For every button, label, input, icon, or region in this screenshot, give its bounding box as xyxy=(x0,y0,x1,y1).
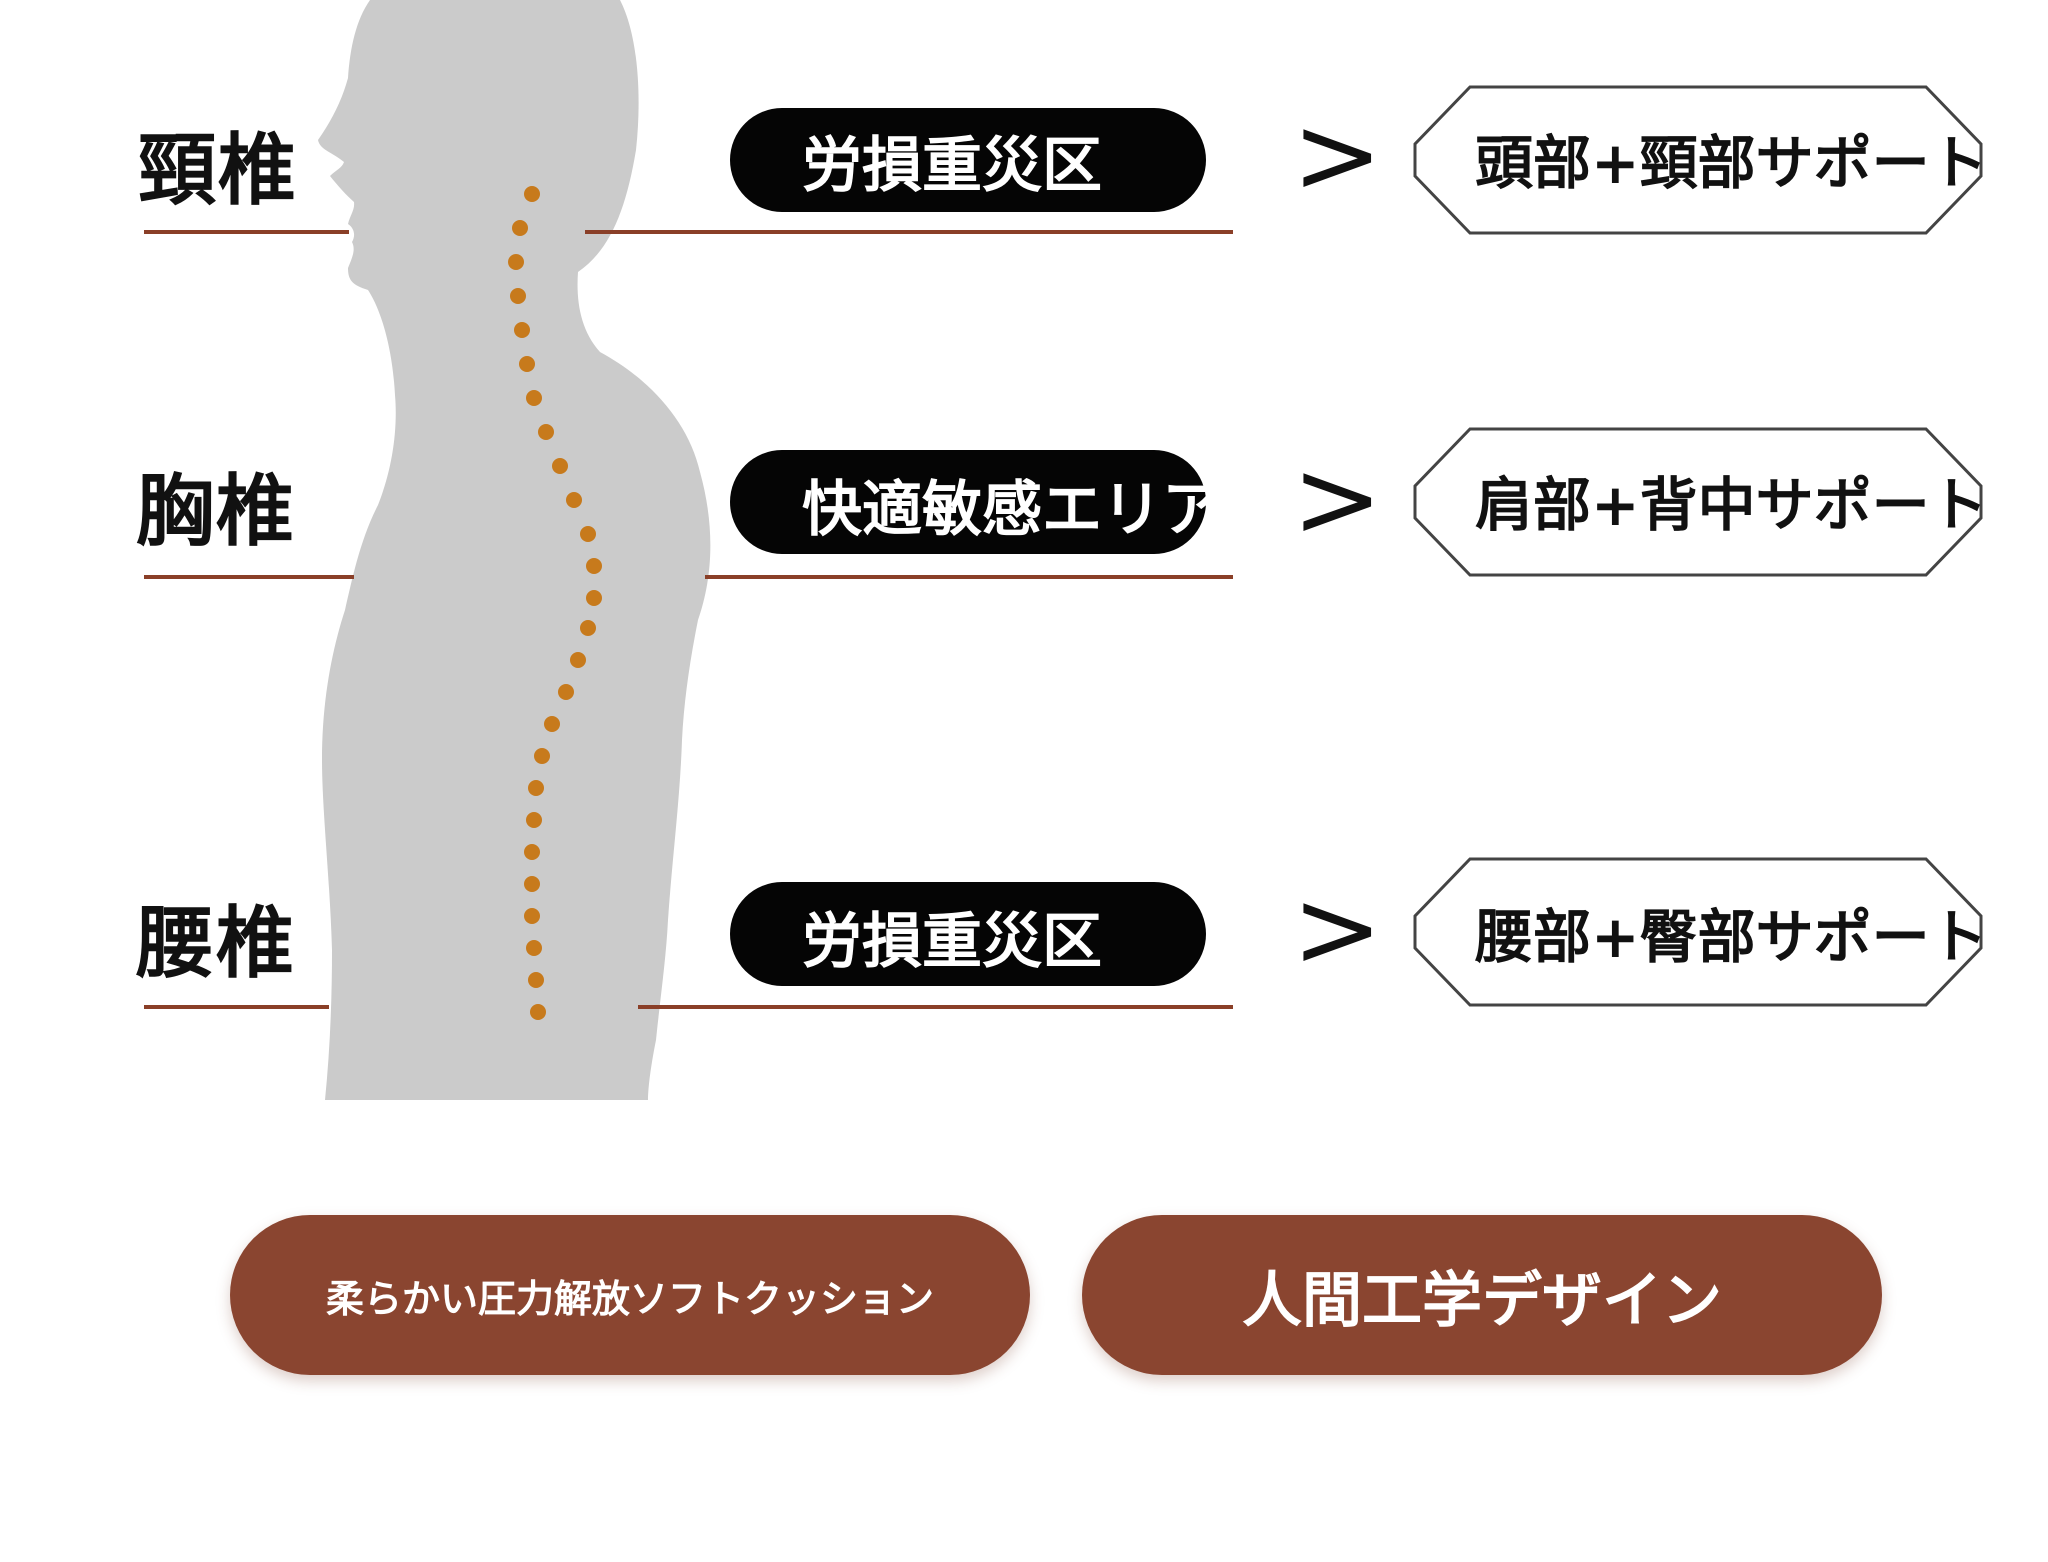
spine-dot xyxy=(528,972,544,988)
feature-text-ergonomic: 人間工学デザイン xyxy=(1242,1265,1722,1336)
zone-pill-cervical xyxy=(730,108,1206,212)
zone-text-cervical: 労損重災区 xyxy=(802,131,1102,201)
divider-thoracic-left xyxy=(144,575,354,579)
spine-dot xyxy=(524,186,540,202)
spine-dot xyxy=(524,908,540,924)
chevron-icon: > xyxy=(1292,437,1383,562)
zone-pill-thoracic xyxy=(730,450,1206,554)
spine-dot xyxy=(528,780,544,796)
support-box-lumbar xyxy=(1413,857,1983,1007)
spine-dot xyxy=(508,254,524,270)
spine-dot xyxy=(524,844,540,860)
divider-lumbar-left xyxy=(144,1005,329,1009)
chevron-icon: > xyxy=(1292,93,1383,218)
spine-dot xyxy=(524,876,540,892)
spine-dot xyxy=(586,590,602,606)
spine-dot xyxy=(510,288,526,304)
chevron-icon: > xyxy=(1292,867,1383,992)
support-text-lumbar: 腰部+臀部サポート xyxy=(1475,903,1988,971)
feature-pill-ergonomic: 人間工学デザイン xyxy=(1082,1215,1882,1375)
spine-dot xyxy=(566,492,582,508)
zone-text-lumbar: 労損重災区 xyxy=(802,907,1102,977)
zone-text-thoracic: 快適敏感エリア xyxy=(802,475,1222,545)
feature-pill-soft-cushion: 柔らかい圧力解放ソフトクッション xyxy=(230,1215,1030,1375)
spine-dot xyxy=(530,1004,546,1020)
region-label-cervical: 頸椎 xyxy=(138,126,299,216)
spine-dot xyxy=(580,620,596,636)
support-box-thoracic xyxy=(1413,427,1983,577)
spine-dot xyxy=(552,458,568,474)
spine-dot xyxy=(519,356,535,372)
divider-lumbar-right xyxy=(638,1005,1233,1009)
divider-cervical-right xyxy=(585,230,1233,234)
divider-cervical-left xyxy=(144,230,349,234)
spine-dot xyxy=(514,322,530,338)
spine-dot xyxy=(558,684,574,700)
spine-dots xyxy=(508,186,602,1020)
spine-dot xyxy=(580,526,596,542)
support-box-cervical xyxy=(1413,85,1983,235)
spine-dot xyxy=(538,424,554,440)
spine-dot xyxy=(586,558,602,574)
spine-dot xyxy=(512,220,528,236)
support-text-cervical: 頭部+頸部サポート xyxy=(1475,129,1988,197)
spine-dot xyxy=(526,390,542,406)
feature-text-soft-cushion: 柔らかい圧力解放ソフトクッション xyxy=(325,1276,934,1321)
region-label-thoracic: 胸椎 xyxy=(136,467,297,557)
divider-thoracic-right xyxy=(705,575,1233,579)
spine-dot xyxy=(534,748,550,764)
zone-pill-lumbar xyxy=(730,882,1206,986)
spine-dot xyxy=(544,716,560,732)
spine-dot xyxy=(526,940,542,956)
support-text-thoracic: 肩部+背中サポート xyxy=(1475,471,1988,539)
region-label-lumbar: 腰椎 xyxy=(136,899,297,989)
silhouette-shape xyxy=(318,0,711,1100)
spine-dot xyxy=(570,652,586,668)
spine-dot xyxy=(526,812,542,828)
